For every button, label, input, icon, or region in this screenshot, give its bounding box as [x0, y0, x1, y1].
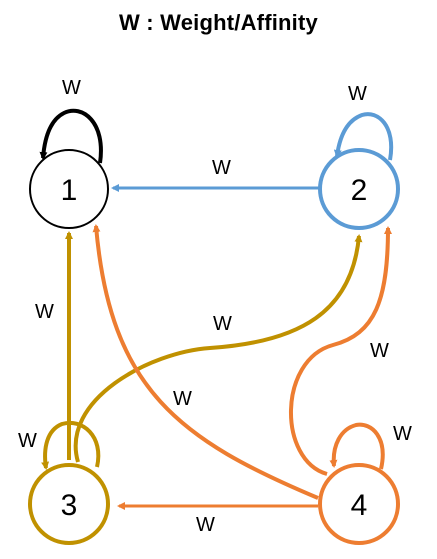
edge-3-2	[73, 234, 363, 463]
edge-label-4-1: W	[173, 388, 192, 410]
edge-3-3	[41, 420, 101, 470]
node-1-label: 1	[61, 174, 78, 207]
edge-4-4	[329, 422, 385, 470]
edge-2-2	[333, 112, 394, 161]
edge-label-3-1: W	[35, 301, 54, 323]
edge-label-4-4: W	[393, 423, 412, 445]
node-2: 2	[318, 148, 400, 230]
edge-4-2	[289, 226, 392, 476]
edge-label-3-3: W	[18, 430, 37, 452]
edge-1-1	[39, 108, 103, 164]
edge-4-1	[92, 224, 319, 500]
edge-label-2-2: W	[348, 83, 367, 105]
edge-label-4-2: W	[370, 340, 389, 362]
diagram-title: W : Weight/Affinity	[119, 10, 318, 35]
node-4-label: 4	[351, 489, 368, 522]
node-3-label: 3	[61, 489, 78, 522]
node-2-label: 2	[351, 174, 368, 207]
node-1: 1	[29, 149, 109, 229]
node-3: 3	[28, 463, 110, 545]
edge-label-2-1: W	[212, 157, 231, 179]
edge-label-3-2: W	[213, 313, 232, 335]
edge-label-1-1: W	[62, 77, 81, 99]
edge-label-4-3: W	[196, 514, 215, 536]
node-4: 4	[318, 463, 400, 545]
